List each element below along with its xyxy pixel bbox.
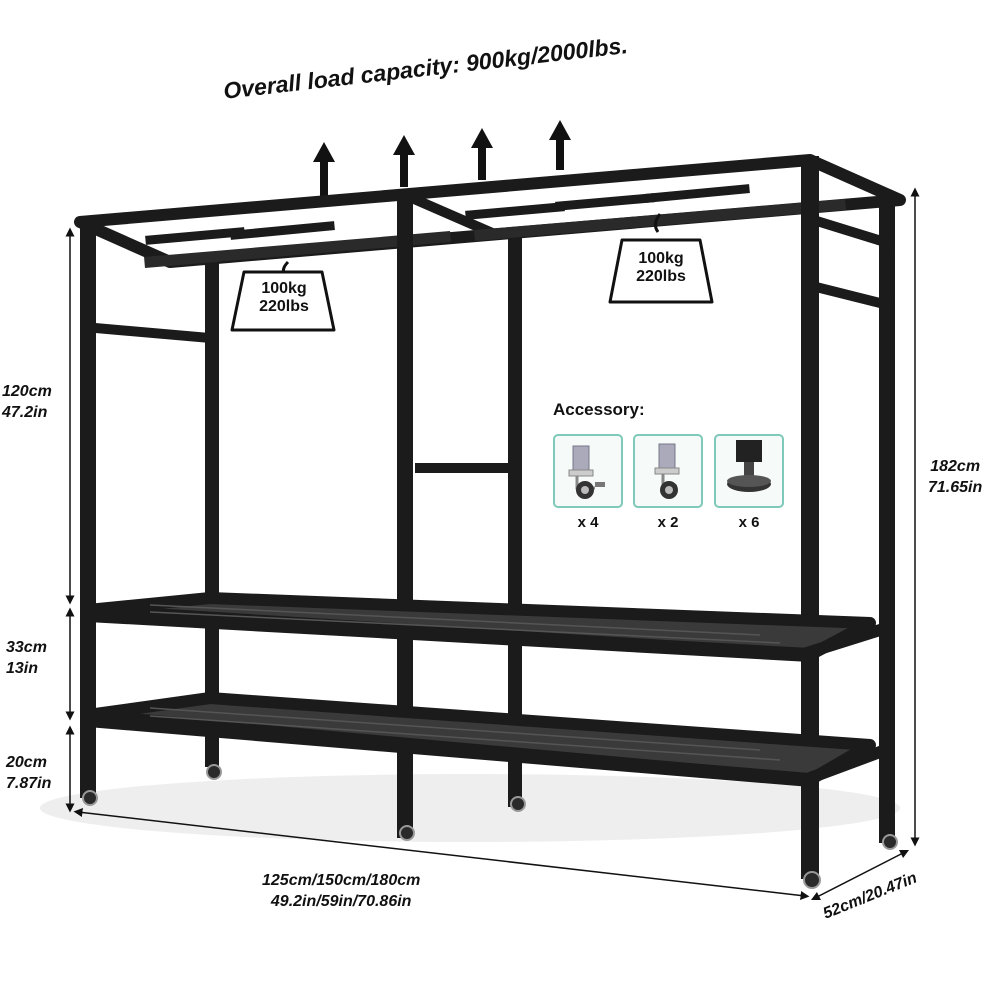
leveling-foot-icon: [727, 440, 771, 492]
accessory-qty: x 4: [577, 514, 599, 531]
total-height-label: 182cm 71.65in: [928, 456, 982, 498]
load-arrow-icon: [549, 120, 571, 170]
accessory-card: [553, 434, 623, 508]
length-label: 125cm/150cm/180cm 49.2in/59in/70.86in: [262, 870, 420, 912]
lower-gap-cm: 20cm: [6, 754, 47, 771]
swivel-caster-brake-icon: [568, 445, 605, 499]
accessory-card: [633, 434, 703, 508]
floor-shadow: [40, 774, 900, 842]
load-arrow-icon: [471, 128, 493, 180]
length-cm: 125cm/150cm/180cm: [262, 872, 421, 889]
accessory-card: [714, 434, 784, 508]
caster-wheel-icon: [399, 825, 415, 841]
upper-height-cm: 120cm: [2, 383, 52, 400]
dimension-lines: [65, 187, 920, 901]
caster-wheel-icon: [206, 764, 222, 780]
caster-wheel-icon: [803, 871, 821, 889]
hook-load-tag-left: 100kg 220lbs: [236, 280, 332, 330]
upper-height-label: 120cm 47.2in: [2, 381, 52, 423]
hook-tags: [230, 213, 714, 332]
caster-wheel-icon: [882, 834, 898, 850]
length-in: 49.2in/59in/70.86in: [270, 893, 412, 910]
middle-gap-cm: 33cm: [6, 639, 47, 656]
accessory-qty: x 2: [657, 514, 679, 531]
load-arrow-icon: [313, 142, 335, 196]
hook-load-lbs: 220lbs: [636, 268, 686, 285]
total-height-in: 71.65in: [928, 479, 983, 496]
hook-load-tag-right: 100kg 220lbs: [613, 250, 709, 300]
middle-gap-in: 13in: [6, 660, 39, 677]
upper-height-in: 47.2in: [2, 404, 48, 421]
caster-wheel-icon: [510, 796, 526, 812]
load-arrows: [313, 120, 571, 196]
accessory-title: Accessory:: [553, 400, 645, 419]
accessory-qty: x 6: [738, 514, 760, 531]
hook-load-lbs: 220lbs: [259, 298, 309, 315]
hook-load-kg: 100kg: [261, 280, 307, 297]
lower-gap-label: 20cm 7.87in: [6, 752, 51, 794]
shelf-grid: [149, 604, 781, 761]
lower-gap-in: 7.87in: [6, 775, 52, 792]
hook-load-kg: 100kg: [638, 250, 684, 267]
middle-gap-label: 33cm 13in: [6, 637, 47, 679]
load-arrow-icon: [393, 135, 415, 187]
total-height-cm: 182cm: [930, 458, 981, 475]
caster-wheel-icon: [82, 790, 98, 806]
swivel-caster-icon: [654, 443, 680, 499]
